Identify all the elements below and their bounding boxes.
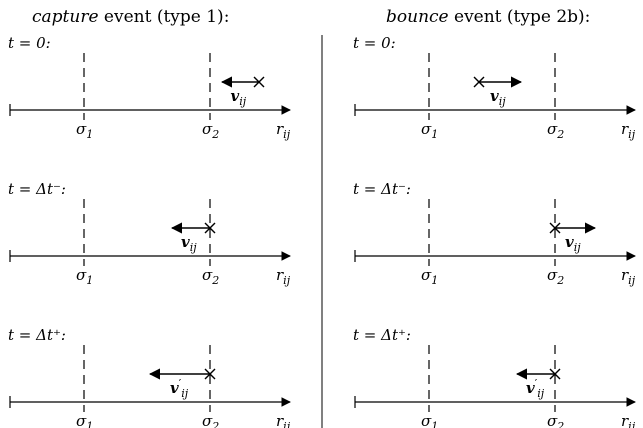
velocity-label: vij [490, 87, 506, 108]
panel-title-emphasis: capture [32, 7, 99, 27]
sigma1-label: σ1 [76, 266, 93, 287]
panel-title: bounce event (type 2b): [386, 7, 590, 27]
time-label: t = Δt⁺: [8, 326, 66, 344]
velocity-label: vij [231, 87, 247, 108]
sigma1-label: σ1 [76, 412, 93, 428]
event-row: t = Δt⁻: σ1 σ2 rij vij [8, 180, 291, 287]
event-row: t = 0: σ1 σ2 rij vij [8, 34, 291, 141]
rij-label: rij [276, 266, 291, 287]
rij-label: rij [621, 266, 636, 287]
velocity-label: v′ij [170, 377, 189, 400]
sigma1-label: σ1 [421, 266, 438, 287]
sigma2-label: σ2 [202, 120, 219, 141]
panel-title: capture event (type 1): [32, 7, 229, 27]
sigma2-label: σ2 [202, 412, 219, 428]
time-label: t = Δt⁺: [353, 326, 411, 344]
event-row: t = Δt⁺: σ1 σ2 rij v′ij [8, 326, 291, 428]
event-row: t = 0: σ1 σ2 rij vij [353, 34, 636, 141]
event-row: t = Δt⁺: σ1 σ2 rij v′ij [353, 326, 636, 428]
time-label: t = 0: [353, 34, 396, 52]
sigma2-label: σ2 [547, 412, 564, 428]
velocity-label: v′ij [526, 377, 545, 400]
rij-label: rij [621, 120, 636, 141]
sigma2-label: σ2 [547, 266, 564, 287]
time-label: t = Δt⁻: [353, 180, 411, 198]
time-label: t = Δt⁻: [8, 180, 66, 198]
rij-label: rij [621, 412, 636, 428]
sigma2-label: σ2 [547, 120, 564, 141]
velocity-label: vij [181, 233, 197, 254]
rij-label: rij [276, 120, 291, 141]
panel-title-emphasis: bounce [386, 7, 449, 27]
sigma2-label: σ2 [202, 266, 219, 287]
sigma1-label: σ1 [421, 412, 438, 428]
panel-title-rest: event (type 1): [99, 7, 230, 27]
rij-label: rij [276, 412, 291, 428]
time-label: t = 0: [8, 34, 51, 52]
sigma1-label: σ1 [76, 120, 93, 141]
velocity-label: vij [565, 233, 581, 254]
panel-title-rest: event (type 2b): [449, 7, 591, 27]
event-row: t = Δt⁻: σ1 σ2 rij vij [353, 180, 636, 287]
sigma1-label: σ1 [421, 120, 438, 141]
